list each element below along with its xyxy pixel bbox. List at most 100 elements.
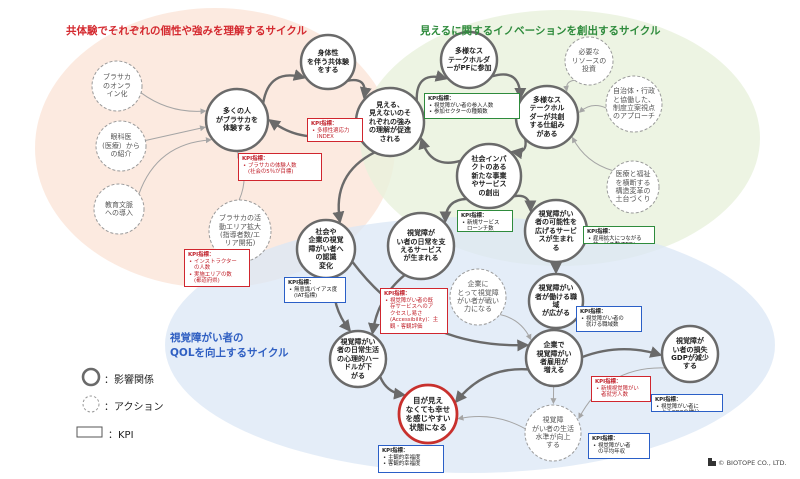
a-online-label: ブラサカ のオンラ イン化 (103, 73, 131, 99)
n-mieru-label: 見える、 見えないのそ れぞれの強み の理解が促進 される (368, 100, 411, 143)
arrow-a-ganka-to-n-ooku (145, 125, 206, 142)
a-kyouiku-label: 教育文脈 への導入 (105, 200, 133, 217)
kpi-title: KPI指標： (384, 291, 411, 297)
n-koyou-label: 企業で 視覚障がい 者雇用が 増える (536, 341, 572, 375)
legend-action-label: ：アクション (104, 402, 164, 413)
kpi-title: KPI指標： (242, 156, 269, 162)
kpi-title: KPI指標： (655, 397, 682, 403)
a-senryoku-circle (449, 268, 507, 326)
kpi-title: KPI指標： (311, 121, 338, 127)
kpi-item: ブラサカの体験人数 (社会の5％が目標) (243, 163, 318, 176)
kpi-box-k6: KPI指標：インストラクター の人数実施エリアの数 (都道府県) (184, 249, 250, 287)
arrow-a-kyouiku-to-n-ooku (138, 137, 212, 195)
kpi-box-k9: KPI指標：視覚障がい者の 就ける職域数 (576, 306, 642, 332)
a-seikatsu-label: 視覚障 がい者の生活 水準が向上 する (531, 416, 574, 450)
n-kanousei-label: 視覚障がい 者の可能性を 広げるサービ スが生まれ る (534, 209, 577, 252)
kpi-list: 新規サービス ローンチ数 (461, 220, 509, 231)
kpi-title: KPI指標： (382, 448, 409, 454)
a-ganka-label: 眼科医 (医療）から の紹介 (102, 133, 140, 159)
kpi-box-k7: KPI指標：無意識バイアス度 (IAT指標) (284, 277, 346, 303)
kpi-item: 視覚障がい者の参入人数 (429, 103, 516, 110)
title-bottom-cycle-line2: QOLを向上するサイクル (170, 347, 289, 359)
kpi-list: 視覚障がい者 の平均年収 (592, 443, 646, 456)
kpi-item: 無意識バイアス度 (IAT指標) (289, 287, 342, 300)
kpi-title: KPI指標： (592, 436, 619, 442)
arrow-n-ooku-to-n-shintai (261, 69, 306, 104)
title-left-cycle: 共体験でそれぞれの個性や強みを理解するサイクル (66, 25, 307, 37)
n-shintai-circle (299, 33, 357, 91)
arrow-a-jichitai-to-n-tayou2 (578, 105, 607, 113)
a-ganka-circle (95, 120, 147, 172)
arrow-a-seikatsu-to-n-goal (457, 414, 526, 430)
n-tayou2-label: 多様なス テークホル ダーが共創 する仕組み がある (529, 95, 565, 138)
node-circles (91, 30, 720, 462)
kpi-list: 多様性適応力 INDEX (311, 128, 359, 141)
kpi-list: 視覚障がい者に よるGDPの増分 (655, 404, 719, 411)
kpi-title: KPI指標： (188, 252, 215, 258)
n-nichijo-circle (328, 329, 388, 389)
n-shokuiki-label: 視覚障がい 者が働ける職域 が広がる (534, 284, 577, 318)
kpi-item: 実施エリアの数 (都道府県) (189, 272, 246, 285)
arrow-a-senryoku-to-n-koyou (499, 314, 532, 341)
kpi-list: 視覚障がい者の 就ける職域数 (580, 316, 638, 329)
kpi-title: KPI指標： (587, 229, 614, 235)
arrow-n-tayou-to-n-tayou2 (491, 73, 527, 100)
kpi-box-k12: KPI指標：視覚障がい者 の平均年収 (588, 433, 650, 459)
kpi-list: 主観的幸福度客観的幸福度 (382, 455, 440, 468)
arrow-n-shakai-to-n-mieru (418, 136, 462, 164)
arrow-a-iryou-to-n-tayou2 (572, 136, 613, 172)
n-koyou-circle (524, 328, 584, 388)
legend-action-circle (82, 395, 100, 413)
influence-arrows (138, 69, 666, 430)
title-bottom-cycle-line1: 視覚障がい者の (170, 332, 244, 344)
kpi-box-k4: KPI指標：新規サービス ローンチ数 (457, 210, 513, 232)
legend-kpi-label: ：KPI (108, 430, 134, 441)
kpi-list: 新規視覚障がい 者就労人数 (595, 386, 647, 399)
n-shokuiki-circle (527, 272, 585, 330)
legend-influence-circle (81, 367, 101, 387)
arrow-a-online-to-n-ooku (140, 92, 207, 115)
kpi-box-k5: KPI指標：雇用拡大につながる サービス数(TBD) (583, 226, 655, 244)
kpi-title: KPI指標： (461, 213, 488, 219)
n-shakai-label: 社会インパ クトのある 新たな事業 やサービス の創出 (471, 154, 507, 197)
arrow-n-shakai-to-n-service (439, 197, 467, 224)
kpi-item: 視覚障がい者 の平均年収 (593, 443, 646, 456)
title-top-right-cycle: 見えるに関するイノベーションを創出するサイクル (420, 25, 661, 37)
n-tayou-circle (439, 30, 499, 90)
a-kyouiku-circle (93, 183, 145, 235)
arrow-n-koyou-to-n-sonshitsu (581, 346, 663, 359)
arrow-n-mieru-to-n-tayou (415, 70, 448, 102)
biotope-logo-icon (708, 458, 716, 466)
n-sonshitsu-circle (660, 324, 720, 384)
a-katsudou-label: ブラサカの活 動エリア拡大 (指導者数/エ リア開拓) (218, 214, 261, 248)
legend-influence-label: ：影響関係 (104, 375, 154, 386)
n-goal-circle (397, 383, 459, 445)
kpi-box-k11: KPI指標：視覚障がい者に よるGDPの増分 (651, 394, 723, 412)
kpi-item: 客観的幸福度 (383, 461, 440, 468)
arrow-n-koyou-to-n-goal (454, 367, 529, 404)
kpi-item: 雇用拡大につながる サービス数(TBD) (588, 236, 651, 243)
n-nichijo-label: 視覚障がい 者の日常生活 の心理的ハー ドルが下 がる (336, 337, 379, 380)
n-ooku-circle (204, 87, 270, 153)
a-jichitai-label: 自治体・行政 と協働した、 制度立案視点 のアプローチ (612, 87, 655, 121)
a-senryoku-label: 企業に とって視覚障 がい者が戦い 力になる (456, 280, 499, 314)
kpi-box-k1: KPI指標：ブラサカの体験人数 (社会の5％が目標) (238, 153, 322, 181)
kpi-item: 主観的幸福度 (383, 455, 440, 462)
n-sonshitsu-label: 視覚障が い者の損失 GDPが減少 する (671, 337, 709, 371)
arrow-n-nichijo-to-n-goal (378, 375, 407, 400)
a-katsudou-circle (208, 199, 272, 263)
kpi-list: 無意識バイアス度 (IAT指標) (288, 287, 342, 300)
n-ooku-label: 多くの人 がブラサカを 体験する (215, 107, 258, 133)
kpi-list: ブラサカの体験人数 (社会の5％が目標) (242, 163, 318, 176)
kpi-list: インストラクター の人数実施エリアの数 (都道府県) (188, 259, 246, 285)
kpi-list: 視覚障がい者の既 存サービスへのア クセスし易さ (Accessibility)… (384, 298, 444, 331)
kpi-box-k8: KPI指標：視覚障がい者の既 存サービスへのア クセスし易さ (Accessib… (380, 288, 448, 334)
kpi-item: 多様性適応力 INDEX (312, 128, 359, 141)
arrow-a-shigen-to-n-tayou2 (562, 79, 575, 92)
kpi-item: 視覚障がい者の 就ける職域数 (581, 316, 638, 329)
arrow-n-tayou2-to-n-shakai (510, 138, 527, 160)
legend-kpi-box (76, 426, 103, 438)
a-iryou-circle (606, 160, 660, 214)
kpi-list: 視覚障がい者の参入人数参加セクターの種類数 (428, 103, 516, 116)
